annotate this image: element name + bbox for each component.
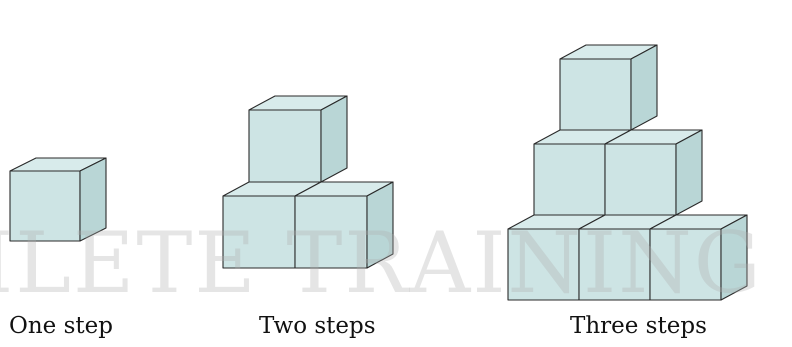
cube-side-face <box>366 181 394 269</box>
cube-front-face <box>578 228 651 301</box>
three-steps-label: Three steps <box>570 313 707 339</box>
cube-front-face <box>559 58 632 131</box>
cube-front-face <box>604 143 677 216</box>
two-steps-label: Two steps <box>259 313 376 339</box>
one-step-figure <box>9 157 107 242</box>
cube-side-face <box>720 214 748 301</box>
cube-front-face <box>649 228 722 301</box>
three-steps-figure <box>507 44 748 301</box>
cube-side-face <box>320 95 348 183</box>
one-step-label: One step <box>9 313 113 339</box>
cube-front-face <box>533 143 606 216</box>
cube-front-face <box>294 195 368 269</box>
cube-side-face <box>675 129 703 216</box>
cube-side-face <box>630 44 658 131</box>
two-steps-figure <box>222 95 394 269</box>
cube-front-face <box>9 170 81 242</box>
cube-front-face <box>222 195 296 269</box>
cube-front-face <box>248 109 322 183</box>
cube-side-face <box>79 157 107 242</box>
cube-front-face <box>507 228 580 301</box>
